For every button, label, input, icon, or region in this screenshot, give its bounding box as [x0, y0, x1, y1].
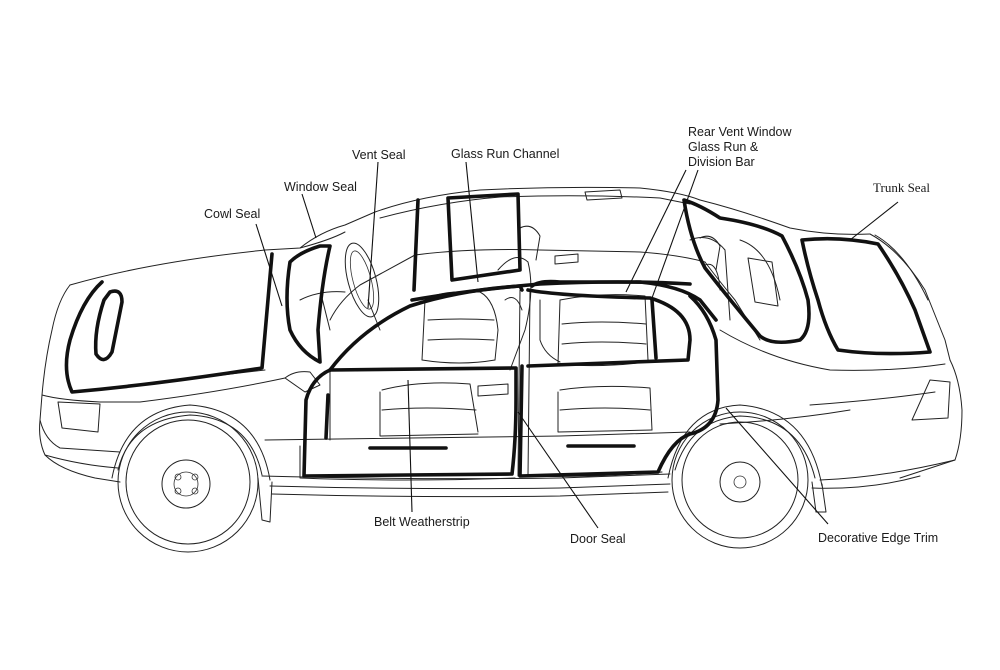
label-decorative-edge-trim: Decorative Edge Trim — [818, 531, 938, 545]
label-trunk-seal: Trunk Seal — [873, 180, 930, 195]
glass-run-channel — [446, 192, 522, 282]
leader-glass-run-channel — [465, 161, 479, 283]
leader-rear-vent-b — [651, 169, 699, 299]
leader-decorative-edge-trim — [725, 407, 829, 525]
vent-seal — [412, 198, 420, 292]
rear-vent-division-bar — [650, 298, 658, 360]
labels: Cowl Seal Window Seal Vent Seal Glass Ru… — [204, 125, 938, 546]
front-door-lower-seal — [302, 366, 518, 478]
leader-cowl-seal — [255, 223, 283, 307]
front-door-belt — [328, 366, 517, 372]
label-cowl-seal: Cowl Seal — [204, 207, 260, 221]
leader-door-seal — [517, 411, 599, 529]
label-rear-vent-line1: Rear Vent Window — [688, 125, 792, 139]
car-interior-outline — [299, 225, 721, 437]
label-rear-vent-line3: Division Bar — [688, 155, 755, 169]
label-belt-weatherstrip: Belt Weatherstrip — [374, 515, 470, 529]
rear-door-lower-seal — [518, 294, 720, 478]
leader-belt-weatherstrip — [407, 379, 413, 513]
label-door-seal: Door Seal — [570, 532, 626, 546]
leader-trunk-seal — [849, 201, 899, 241]
weatherstrip-seals — [64, 192, 932, 478]
trunk-seal — [800, 236, 932, 356]
leader-vent-seal — [367, 161, 379, 309]
hood-seal — [64, 252, 274, 394]
label-window-seal: Window Seal — [284, 180, 357, 194]
roof-belt-seal — [410, 280, 692, 302]
windshield-seal — [285, 244, 332, 364]
label-vent-seal: Vent Seal — [352, 148, 406, 162]
door-seal-pillar — [324, 393, 330, 440]
rear-door-frame — [526, 288, 692, 368]
leader-lines — [255, 161, 899, 529]
hood-vent-seal — [93, 289, 124, 362]
label-rear-vent-line2: Glass Run & — [688, 140, 759, 154]
label-glass-run-channel: Glass Run Channel — [451, 147, 559, 161]
leader-rear-vent-a — [625, 169, 687, 293]
rear-window-seal — [682, 198, 811, 345]
leader-window-seal — [301, 193, 317, 239]
